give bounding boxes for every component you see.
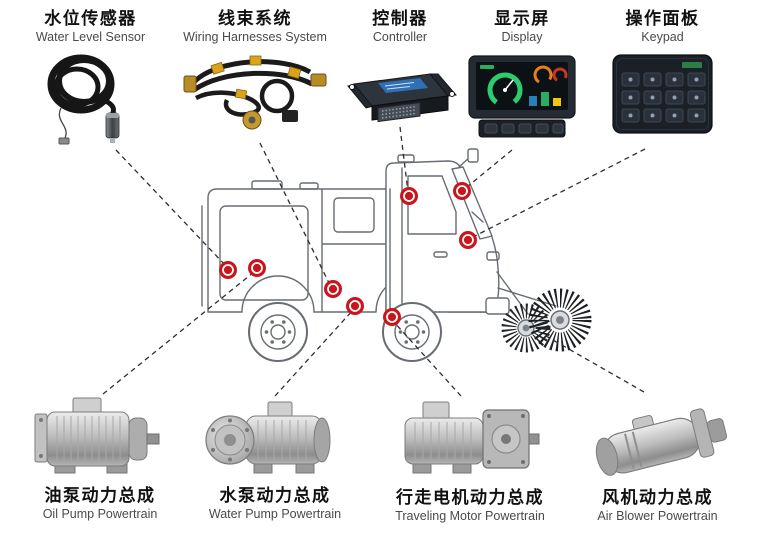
component-traveling-motor: 行走电机动力总成 Traveling Motor Powertrain [375, 392, 565, 524]
side-panel-door [219, 205, 309, 301]
component-label-en: Water Pump Powertrain [208, 507, 342, 522]
component-label-zh: 水泵动力总成 [219, 486, 331, 505]
service-hatch [333, 197, 375, 233]
roof-vent-small [299, 182, 319, 190]
component-label-en: Air Blower Powertrain [597, 509, 718, 524]
rear-wheel-arch [241, 275, 315, 313]
connector-air-blower [545, 335, 645, 393]
roof-vent [251, 180, 283, 190]
component-marker [459, 231, 477, 249]
component-marker [453, 182, 471, 200]
component-label-zh: 行走电机动力总成 [396, 488, 544, 507]
component-water-pump: 水泵动力总成 Water Pump Powertrain [185, 392, 365, 522]
traveling-motor-icon [404, 401, 539, 474]
component-label-en: Wiring Harnesses System [183, 30, 327, 45]
roof-beacon [397, 154, 415, 163]
component-label-en: Keypad [641, 30, 684, 45]
component-marker [346, 297, 364, 315]
component-water-level-sensor: 水位传感器 Water Level Sensor [8, 8, 173, 146]
connector-traveling-motor [392, 320, 462, 397]
component-label-en: Controller [372, 30, 428, 45]
component-air-blower: 风机动力总成 Air Blower Powertrain [565, 392, 750, 524]
component-marker [219, 261, 237, 279]
component-marker [248, 259, 266, 277]
component-label-zh: 操作面板 [625, 9, 700, 28]
sweeper-vehicle [201, 148, 557, 362]
sweeper-brushes [501, 288, 592, 353]
rear-wheel-bolts [264, 320, 292, 344]
connector-water-pump [274, 309, 354, 397]
panel-seams [321, 188, 387, 313]
component-markers [219, 182, 477, 326]
component-label-zh: 控制器 [372, 9, 428, 28]
component-label-en: Display [501, 30, 543, 45]
coiled-cable-sensor-icon [47, 54, 119, 145]
component-label-en: Traveling Motor Powertrain [395, 509, 545, 524]
bumper [485, 297, 510, 315]
component-label-zh: 风机动力总成 [602, 488, 713, 507]
component-label-zh: 线束系统 [218, 9, 292, 28]
keypad-panel-icon [612, 54, 713, 134]
component-label-zh: 显示屏 [494, 9, 550, 28]
wiper [471, 211, 484, 223]
component-marker [383, 308, 401, 326]
door-window [407, 175, 457, 235]
component-label-en: Water Level Sensor [35, 30, 146, 45]
connector-display [466, 149, 513, 188]
connector-oil-pump [102, 271, 255, 395]
component-wiring-harness: 线束系统 Wiring Harnesses System [165, 8, 345, 142]
front-wheel-bolts [398, 320, 426, 344]
component-label-en: Oil Pump Powertrain [42, 507, 158, 522]
connector-keypad [472, 148, 646, 238]
component-display: 显示屏 Display [462, 8, 582, 142]
component-keypad: 操作面板 Keypad [600, 8, 725, 138]
tank-body [207, 188, 387, 313]
component-oil-pump: 油泵动力总成 Oil Pump Powertrain [10, 392, 190, 522]
air-blower-motor-icon [595, 408, 727, 476]
component-label-zh: 水位传感器 [44, 9, 137, 28]
component-marker [324, 280, 342, 298]
mirror [467, 148, 479, 163]
oil-pump-motor-icon [34, 397, 160, 474]
water-pump-motor-icon [205, 401, 331, 474]
component-label-zh: 油泵动力总成 [44, 486, 156, 505]
headlight [486, 251, 500, 261]
connector-lines [102, 126, 646, 397]
wiring-harness-icon [183, 55, 327, 130]
component-marker [400, 187, 418, 205]
door-handle [433, 251, 448, 258]
component-controller: 控制器 Controller [340, 8, 460, 128]
display-screen-icon [468, 55, 576, 138]
connector-controller [399, 126, 409, 193]
controller-box-icon [347, 73, 457, 123]
rear-wheel [248, 302, 308, 362]
